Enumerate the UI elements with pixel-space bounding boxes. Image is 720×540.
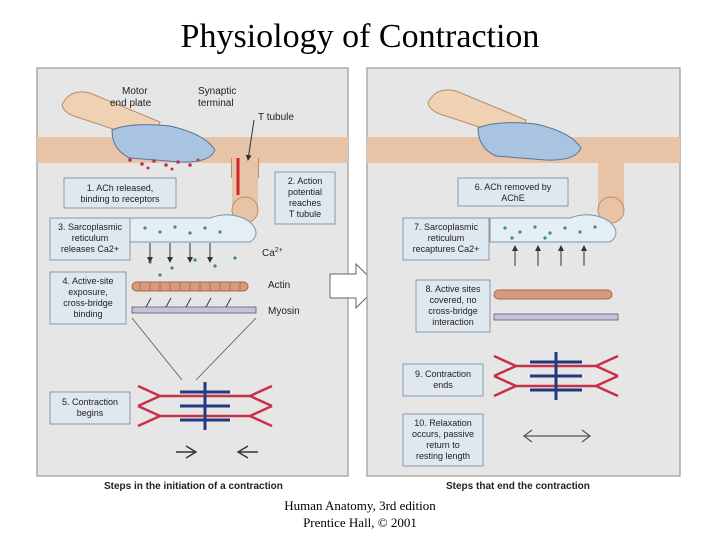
step-box-9: 9. Contraction ends bbox=[402, 363, 484, 397]
step-box-1: 1. ACh released, binding to receptors bbox=[63, 177, 177, 209]
svg-text:covered, no: covered, no bbox=[429, 295, 476, 305]
step-box-5: 5. Contraction begins bbox=[49, 391, 131, 425]
label-motor-end-plate-l1: Motor bbox=[122, 86, 148, 97]
label-synaptic-terminal-l2: terminal bbox=[198, 98, 234, 109]
initiation-panel: Motor end plate Synaptic terminal T tubu… bbox=[36, 67, 349, 492]
svg-text:reaches: reaches bbox=[289, 198, 322, 208]
label-myosin: Myosin bbox=[268, 306, 300, 317]
svg-text:cross-bridge: cross-bridge bbox=[428, 306, 478, 316]
label-calcium: Ca2+ bbox=[262, 247, 283, 259]
myosin-filament bbox=[131, 297, 257, 314]
slide-title: Physiology of Contraction bbox=[180, 18, 540, 55]
svg-text:6. ACh removed by: 6. ACh removed by bbox=[475, 182, 552, 192]
label-synaptic-terminal-l1: Synaptic bbox=[198, 86, 236, 97]
actin-filament bbox=[131, 281, 249, 292]
svg-text:8. Active sites: 8. Active sites bbox=[425, 284, 481, 294]
credit-block: Human Anatomy, 3rd edition Prentice Hall… bbox=[200, 497, 520, 531]
svg-text:potential: potential bbox=[288, 187, 322, 197]
svg-text:3. Sarcoplasmic: 3. Sarcoplasmic bbox=[58, 222, 123, 232]
svg-text:2. Action: 2. Action bbox=[288, 176, 323, 186]
svg-text:exposure,: exposure, bbox=[68, 287, 108, 297]
step-box-7: 7. Sarcoplasmic reticulum recaptures Ca2… bbox=[402, 217, 490, 261]
svg-text:begins: begins bbox=[77, 408, 104, 418]
sarcomere-relaxed bbox=[493, 352, 619, 400]
credit-line-2: Prentice Hall, © 2001 bbox=[303, 515, 417, 530]
ach-molecules bbox=[128, 158, 200, 171]
svg-text:ends: ends bbox=[433, 380, 453, 390]
step-box-4: 4. Active-site exposure, cross-bridge bi… bbox=[49, 271, 127, 325]
svg-text:binding: binding bbox=[73, 309, 102, 319]
sarcomere-contracting bbox=[137, 382, 273, 430]
step-box-8: 8. Active sites covered, no cross-bridge… bbox=[415, 279, 491, 333]
svg-text:recaptures Ca2+: recaptures Ca2+ bbox=[413, 244, 480, 254]
credit-line-1: Human Anatomy, 3rd edition bbox=[284, 498, 436, 513]
step-box-10: 10. Relaxation occurs, passive return to… bbox=[402, 413, 484, 467]
svg-text:1. ACh released,: 1. ACh released, bbox=[87, 183, 154, 193]
svg-text:reticulum: reticulum bbox=[428, 233, 465, 243]
svg-text:10. Relaxation: 10. Relaxation bbox=[414, 418, 472, 428]
label-actin: Actin bbox=[268, 280, 290, 291]
svg-text:5. Contraction: 5. Contraction bbox=[62, 397, 118, 407]
svg-text:occurs, passive: occurs, passive bbox=[412, 429, 474, 439]
svg-text:binding to receptors: binding to receptors bbox=[80, 194, 160, 204]
svg-text:reticulum: reticulum bbox=[72, 233, 109, 243]
svg-text:resting length: resting length bbox=[416, 451, 470, 461]
svg-text:return to: return to bbox=[426, 440, 460, 450]
svg-text:cross-bridge: cross-bridge bbox=[63, 298, 113, 308]
svg-text:interaction: interaction bbox=[432, 317, 474, 327]
step-box-2: 2. Action potential reaches T tubule bbox=[274, 171, 336, 225]
svg-text:7. Sarcoplasmic: 7. Sarcoplasmic bbox=[414, 222, 479, 232]
caption-termination: Steps that end the contraction bbox=[446, 481, 590, 492]
motor-end-plate bbox=[111, 124, 216, 163]
label-t-tubule: T tubule bbox=[258, 112, 294, 123]
sarcoplasmic-reticulum bbox=[129, 214, 257, 243]
termination-panel: 6. ACh removed by AChE 7. Sarcoplasmic r… bbox=[366, 67, 681, 492]
svg-text:4. Active-site: 4. Active-site bbox=[62, 276, 113, 286]
svg-text:releases Ca2+: releases Ca2+ bbox=[61, 244, 119, 254]
svg-text:9. Contraction: 9. Contraction bbox=[415, 369, 471, 379]
step-box-3: 3. Sarcoplasmic reticulum releases Ca2+ bbox=[49, 217, 131, 261]
caption-initiation: Steps in the initiation of a contraction bbox=[104, 481, 283, 492]
svg-text:T tubule: T tubule bbox=[289, 209, 321, 219]
svg-text:AChE: AChE bbox=[501, 193, 525, 203]
label-motor-end-plate-l2: end plate bbox=[110, 98, 152, 109]
step-box-6: 6. ACh removed by AChE bbox=[457, 177, 569, 207]
